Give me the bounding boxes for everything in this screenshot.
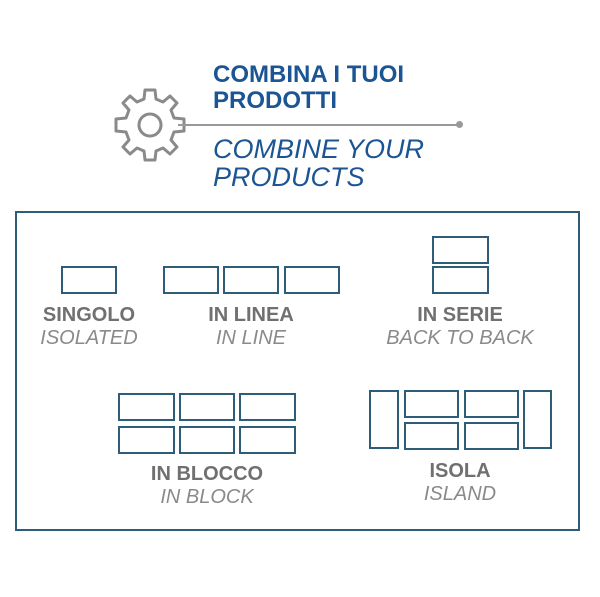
unit-box <box>464 390 519 418</box>
unit-box <box>432 266 489 294</box>
label-it: IN SERIE <box>417 304 503 326</box>
gear-icon <box>114 88 186 162</box>
title-en-line1: COMBINE YOUR <box>213 134 425 164</box>
unit-box <box>179 393 235 421</box>
title-italian: COMBINA I TUOI PRODOTTI <box>213 62 404 114</box>
label-it: ISOLA <box>429 460 491 482</box>
label-it: IN LINEA <box>208 304 294 326</box>
unit-box <box>432 236 489 264</box>
unit-box <box>284 266 340 294</box>
title-it-line1: COMBINA I TUOI <box>213 61 405 88</box>
label-en: ISOLATED <box>40 327 138 349</box>
divider-dot <box>456 121 463 128</box>
unit-box <box>239 426 296 454</box>
unit-box <box>223 266 279 294</box>
unit-box <box>179 426 235 454</box>
label-in-blocco: IN BLOCCO IN BLOCK <box>151 463 263 509</box>
label-isola: ISOLA ISLAND <box>424 460 496 506</box>
configurations-frame <box>15 211 580 531</box>
label-en: BACK TO BACK <box>386 327 534 349</box>
unit-box <box>61 266 117 294</box>
label-in-serie: IN SERIE BACK TO BACK <box>386 304 533 350</box>
title-it-line2: PRODOTTI <box>213 87 337 114</box>
unit-box <box>118 426 175 454</box>
label-it: SINGOLO <box>42 304 136 326</box>
header-divider <box>178 124 458 126</box>
label-en: IN BLOCK <box>160 486 254 508</box>
label-it: IN BLOCCO <box>150 463 264 485</box>
unit-box <box>118 393 175 421</box>
label-in-linea: IN LINEA IN LINE <box>208 304 294 350</box>
unit-box <box>369 390 399 449</box>
label-en: IN LINE <box>215 327 287 349</box>
title-english: COMBINE YOUR PRODUCTS <box>213 135 424 191</box>
unit-box <box>239 393 296 421</box>
unit-box <box>404 422 459 450</box>
label-singolo: SINGOLO ISOLATED <box>40 304 137 350</box>
unit-box <box>523 390 552 449</box>
unit-box <box>404 390 459 418</box>
title-en-line2: PRODUCTS <box>213 162 365 192</box>
unit-box <box>464 422 519 450</box>
label-en: ISLAND <box>423 483 497 505</box>
unit-box <box>163 266 219 294</box>
